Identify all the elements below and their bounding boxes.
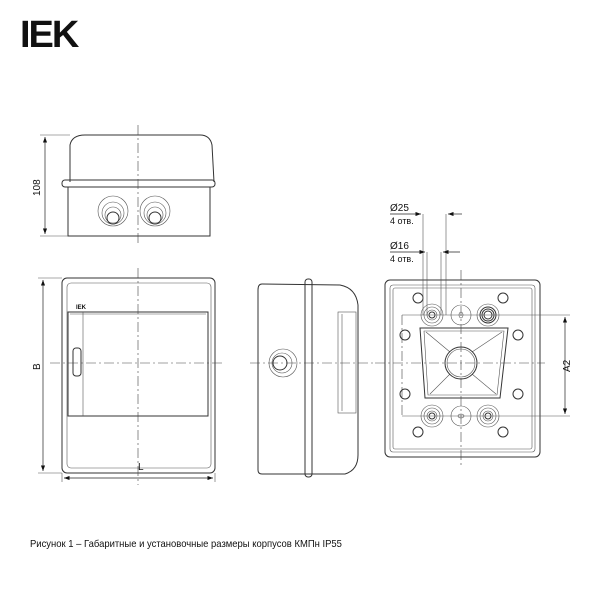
cable-gland-icon [97, 195, 129, 227]
mini-logo: IEK [76, 305, 87, 311]
width-dimension-label: B [32, 363, 43, 370]
length-dimension-label: L [138, 462, 144, 473]
height-dimension-label: 108 [32, 179, 43, 196]
mount-spacing-label: A2 [562, 359, 573, 372]
iek-logo: IEK [20, 14, 82, 56]
large-gland-holes [420, 303, 500, 428]
small-hole-diameter: Ø16 [390, 241, 409, 252]
figure-caption: Рисунок 1 – Габаритные и установочные ра… [30, 538, 342, 550]
large-hole-count: 4 отв. [390, 216, 414, 226]
small-hole-count: 4 отв. [390, 254, 414, 264]
logo-text: IEK [20, 14, 80, 56]
mounting-holes [399, 292, 524, 438]
cable-gland-icon [139, 195, 171, 227]
back-view: A2 Ø25 4 отв. Ø16 4 отв. [375, 203, 573, 465]
front-view: IEK B L [32, 268, 225, 485]
top-view: 108 [32, 125, 216, 245]
side-view [250, 278, 375, 478]
door-handle [72, 347, 82, 377]
large-hole-diameter: Ø25 [390, 203, 409, 214]
